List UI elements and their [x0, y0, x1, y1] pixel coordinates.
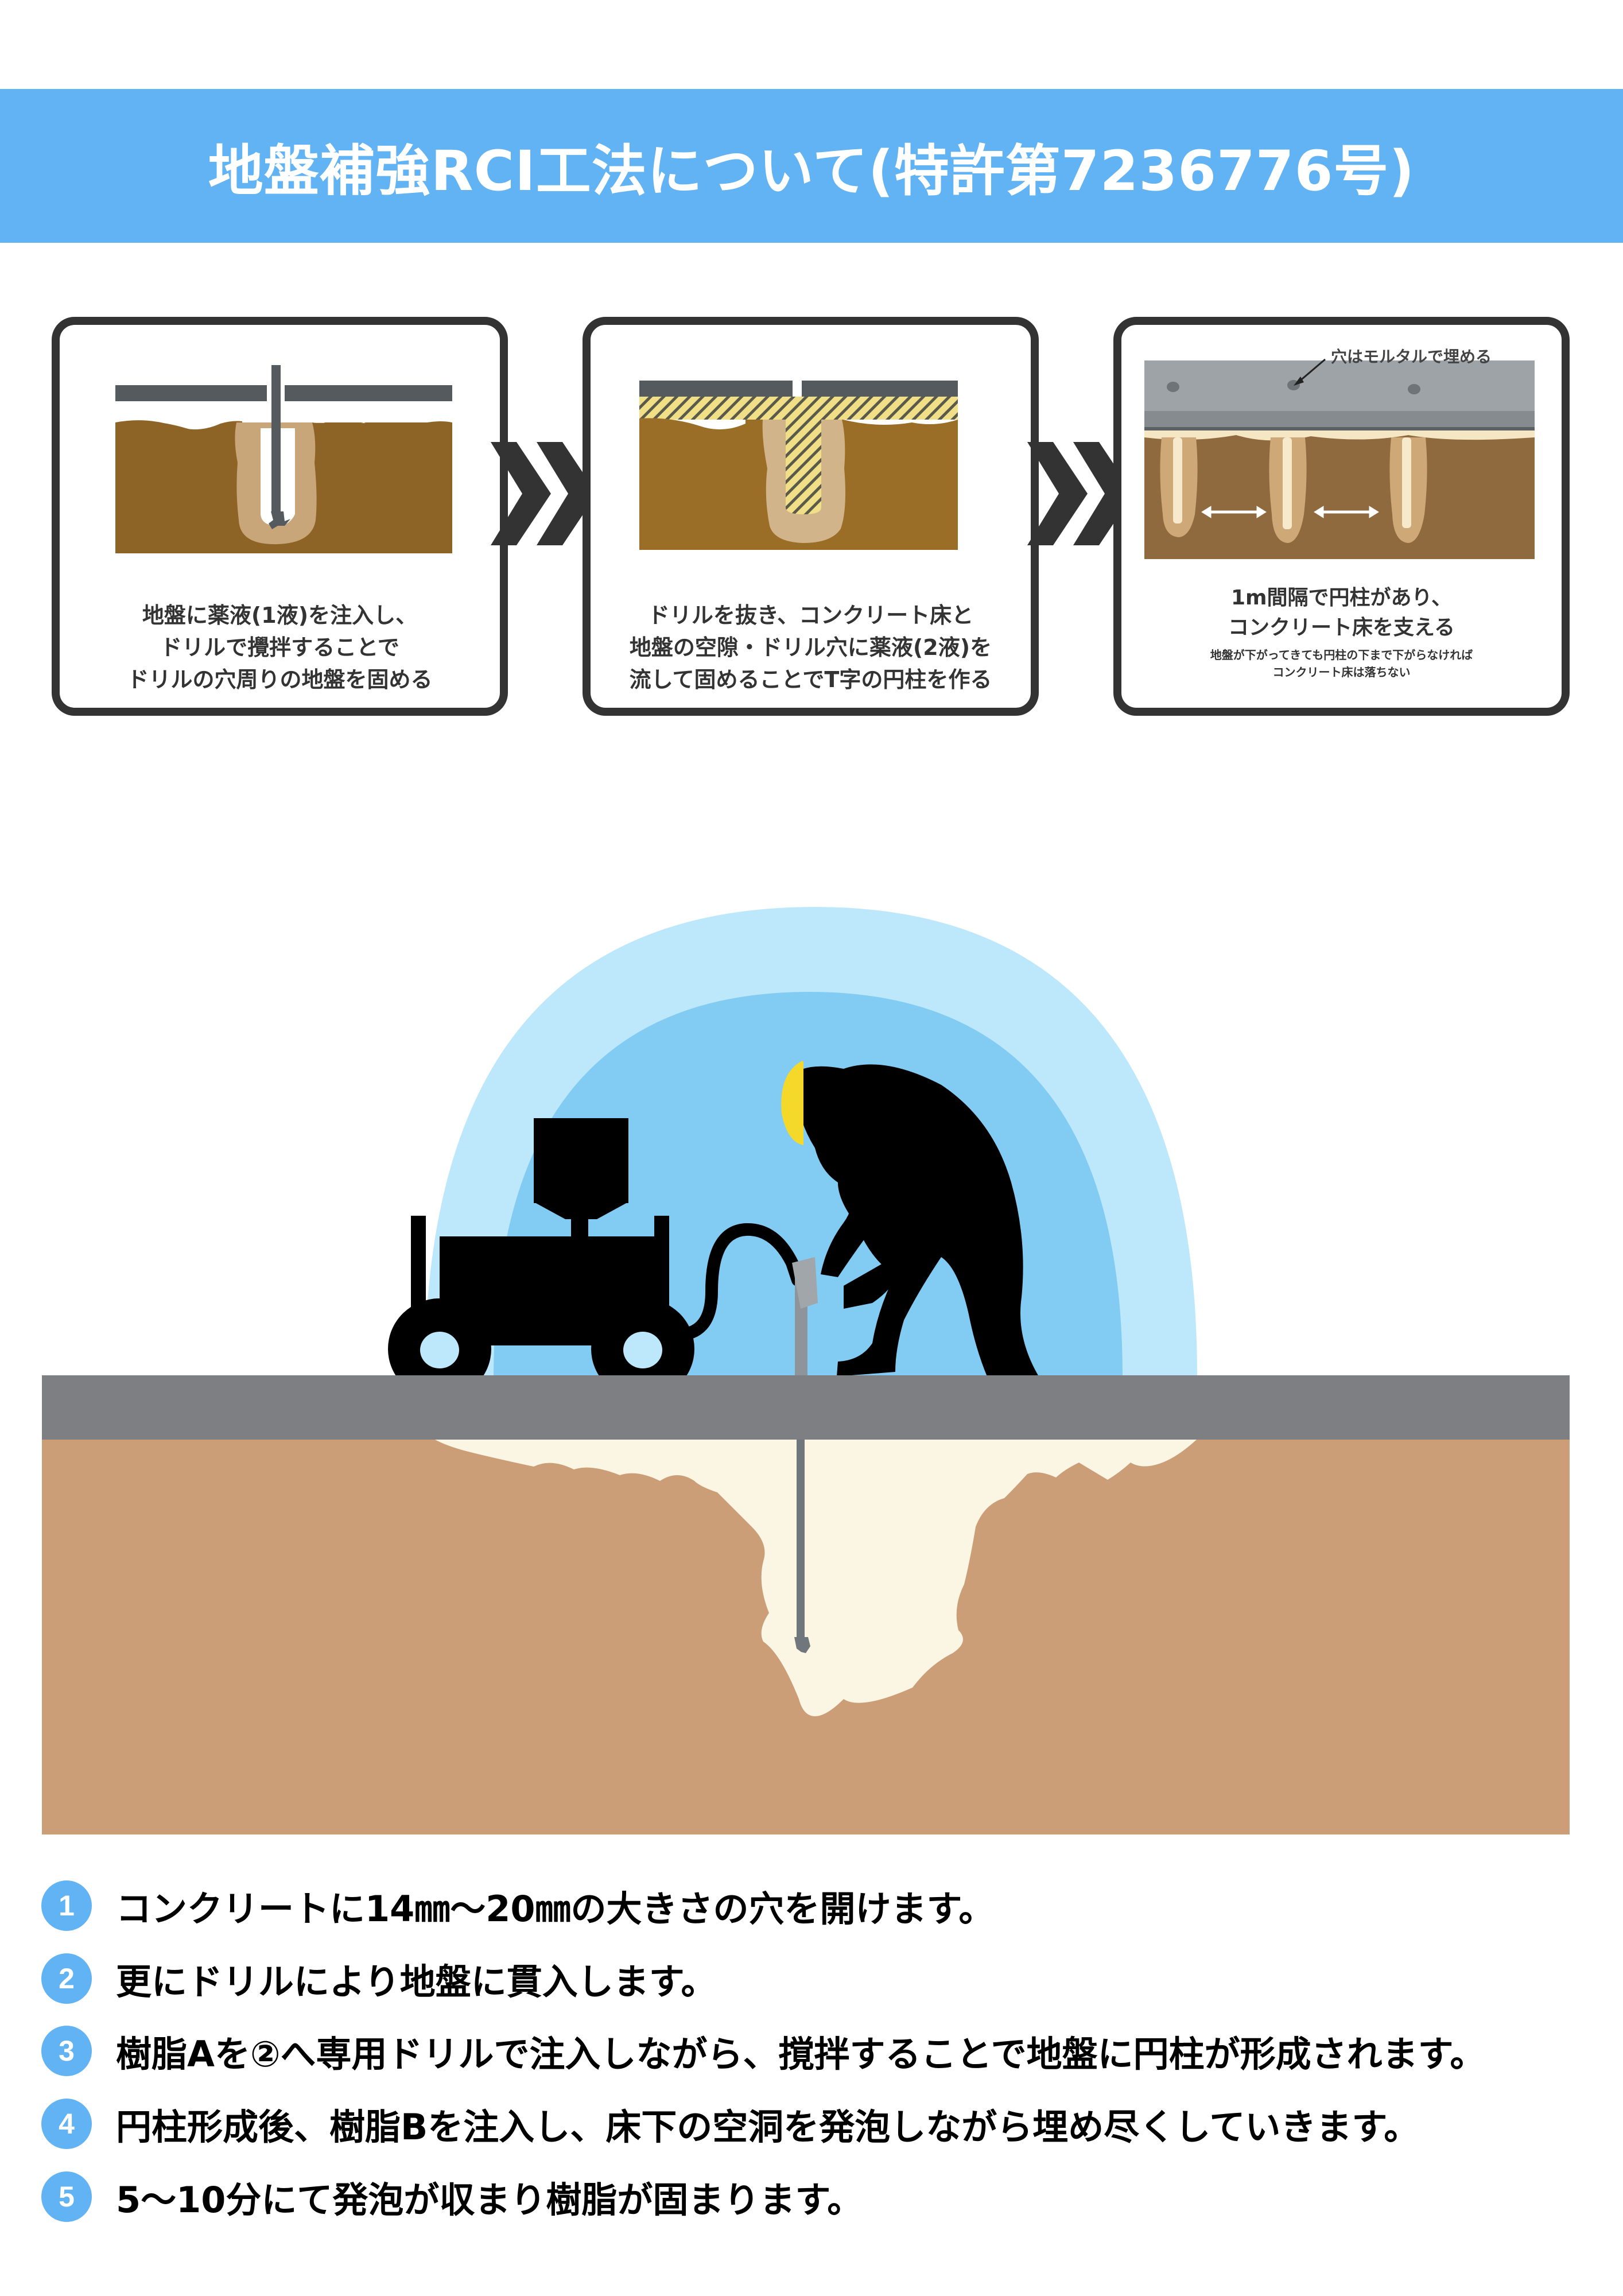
panel-3-note: 地盤が下がってきても円柱の下まで下がらなければ コンクリート床は落ちない	[1210, 648, 1473, 679]
step-number-badge: 5	[41, 2171, 92, 2222]
step-item-4: 4 円柱形成後、樹脂Bを注入し、床下の空洞を発泡しながら埋め尽くしていきます。	[41, 2098, 1419, 2150]
step-item-1: 1 コンクリートに14㎜〜20㎜の大きさの穴を開けます。	[41, 1880, 994, 1932]
worker-silhouette	[786, 1064, 1039, 1376]
drill-bit	[794, 1637, 810, 1653]
resin-foam	[435, 1440, 1197, 1716]
concrete-slab	[42, 1375, 1570, 1440]
process-panel-1: 地盤に薬液(1液)を注入し、 ドリルで攪拌することで ドリルの穴周りの地盤を固め…	[52, 317, 508, 716]
panel-3-caption: 1m間隔で円柱があり、 コンクリート床を支える	[1228, 586, 1455, 639]
drill-injection-diagram	[115, 365, 461, 553]
step-number-badge: 2	[41, 1953, 92, 2004]
step-item-3: 3 樹脂Aを②へ専用ドリルで注入しながら、撹拌することで地盤に円柱が形成されます…	[41, 2025, 1485, 2077]
step-item-2: 2 更にドリルにより地盤に貫入します。	[41, 1953, 717, 2004]
step-number-badge: 4	[41, 2099, 92, 2149]
step-item-5: 5 5〜10分にて発泡が収まり樹脂が固まります。	[41, 2171, 863, 2223]
title-banner: 地盤補強RCI工法について(特許第7236776号)	[0, 89, 1623, 243]
panel-1-caption: 地盤に薬液(1液)を注入し、 ドリルで攪拌することで ドリルの穴周りの地盤を固め…	[127, 603, 433, 692]
panel-2-caption: ドリルを抜き、コンクリート床と 地盤の空隙・ドリル穴に薬液(2液)を 流して固め…	[629, 603, 992, 692]
step-number-badge: 3	[41, 2026, 92, 2076]
worker-injecting-resin-illustration	[42, 907, 1570, 1835]
step-text: 樹脂Aを②へ専用ドリルで注入しながら、撹拌することで地盤に円柱が形成されます。	[116, 2033, 1486, 2075]
column-support-diagram	[1144, 358, 1535, 559]
step-text: 5〜10分にて発泡が収まり樹脂が固まります。	[116, 2179, 863, 2221]
grout-pump-machine	[388, 1118, 694, 1399]
mortar-callout: 穴はモルタルで埋める	[1331, 347, 1492, 366]
hard-hat	[781, 1061, 803, 1145]
hose	[666, 1223, 804, 1341]
step-text: 円柱形成後、樹脂Bを注入し、床下の空洞を発泡しながら埋め尽くしていきます。	[116, 2106, 1420, 2148]
step-text: コンクリートに14㎜〜20㎜の大きさの穴を開けます。	[116, 1888, 995, 1930]
process-panel-2: ドリルを抜き、コンクリート床と 地盤の空隙・ドリル穴に薬液(2液)を 流して固め…	[583, 317, 1039, 716]
t-column-diagram	[639, 381, 958, 550]
step-number-badge: 1	[41, 1880, 92, 1931]
step-text: 更にドリルにより地盤に貫入します。	[116, 1961, 717, 2003]
process-panel-3: 穴はモルタルで埋める 1m間隔で円柱があり、 コンクリート床を支える 地盤が下が…	[1113, 317, 1570, 716]
page-title: 地盤補強RCI工法について(特許第7236776号)	[208, 138, 1415, 203]
